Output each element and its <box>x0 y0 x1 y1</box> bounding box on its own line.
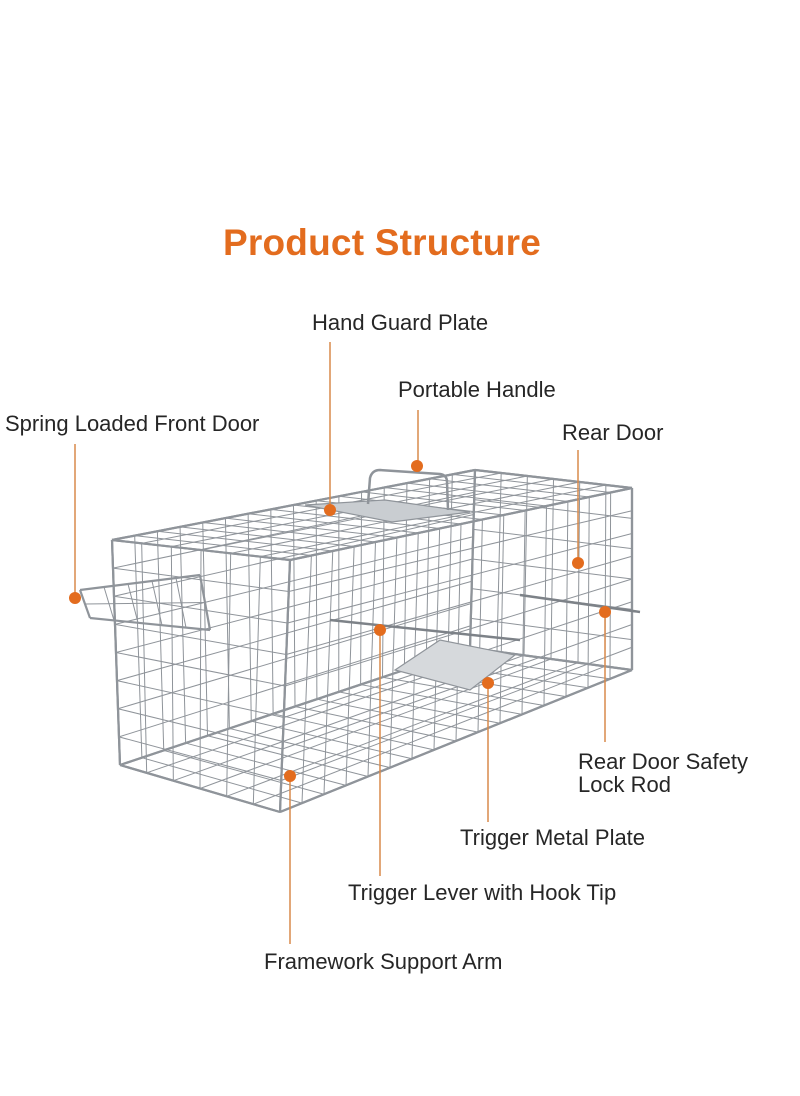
side-panel-wire <box>287 533 633 624</box>
side-panel-wire <box>289 486 633 562</box>
far-panel-wire <box>114 536 474 625</box>
dot-front-door <box>69 592 81 604</box>
leader-lines <box>74 342 606 944</box>
front-end-panel-wire <box>116 680 284 718</box>
trigger-lever-rod <box>329 618 521 642</box>
cage-plates <box>304 468 641 691</box>
far-panel-wire <box>118 625 471 738</box>
label-trigger-plate: Trigger Metal Plate <box>460 825 646 850</box>
hand-guard-plate <box>304 499 471 523</box>
front-door-flap-wire <box>84 602 206 605</box>
side-panel-wire <box>288 510 633 592</box>
rear-door-panel-wire <box>472 558 633 580</box>
label-front-door: Spring Loaded Front Door <box>5 411 260 436</box>
dot-support-arm <box>284 770 296 782</box>
front-end-panel-wire <box>114 623 287 655</box>
dot-trigger-lever <box>374 624 386 636</box>
front-end-panel-wire <box>118 736 282 781</box>
side-panel-wire <box>286 555 633 655</box>
dot-rear-door <box>572 557 584 569</box>
side-panel-wire <box>281 646 633 781</box>
trigger-metal-plate <box>393 639 517 691</box>
rear-door-panel-wire <box>474 499 633 519</box>
label-portable-handle: Portable Handle <box>398 377 556 402</box>
bottom-panel-wire <box>226 662 579 797</box>
top-panel-wire <box>260 484 606 558</box>
bottom-panel-wire <box>279 668 633 814</box>
dot-rear-lock <box>599 606 611 618</box>
diagram-title: Product Structure <box>223 222 541 263</box>
far-panel-wire <box>115 558 473 653</box>
front-end-panel-wire <box>119 763 281 814</box>
rear-door-lock-rod <box>519 593 641 614</box>
label-rear-door: Rear Door <box>562 420 664 445</box>
front-door-flap-wire <box>89 616 211 632</box>
label-trigger-lever: Trigger Lever with Hook Tip <box>348 880 617 905</box>
front-end-panel-wire <box>113 595 288 624</box>
rear-door-panel-wire <box>473 528 633 550</box>
cage-wireframe <box>78 468 634 814</box>
label-rear-lock-line1: Rear Door Safety <box>578 749 748 774</box>
dot-trigger-plate <box>482 677 494 689</box>
rear-door-panel-wire <box>474 468 633 490</box>
front-end-panel-wire <box>117 708 283 750</box>
label-support-arm: Framework Support Arm <box>264 949 503 974</box>
bottom-panel-wire <box>253 665 606 805</box>
portable-handle <box>366 468 450 511</box>
front-end-panel-wire <box>115 652 286 687</box>
dot-hand-guard <box>324 504 336 516</box>
label-hand-guard-plate: Hand Guard Plate <box>312 310 489 335</box>
callout-dots <box>69 460 611 782</box>
front-door-flap-wire <box>79 573 201 592</box>
dot-handle <box>411 460 423 472</box>
far-panel-wire <box>117 603 472 710</box>
far-panel-wire <box>111 468 476 542</box>
label-rear-lock-line2: Lock Rod <box>578 772 671 797</box>
front-end-panel-wire <box>111 538 291 562</box>
far-panel-wire <box>113 514 474 597</box>
